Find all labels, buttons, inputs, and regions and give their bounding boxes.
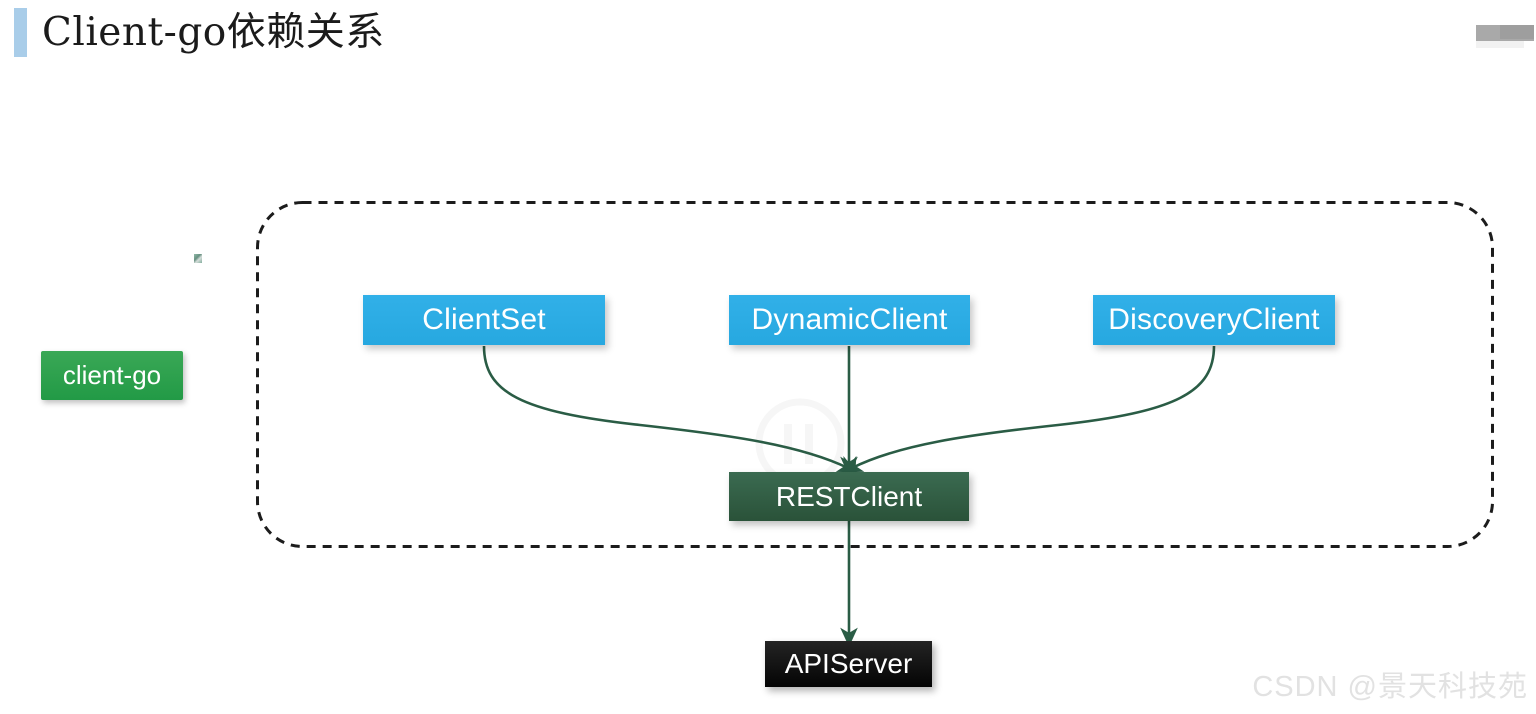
node-clientset[interactable]: ClientSet xyxy=(363,295,605,345)
node-client-go-label: client-go xyxy=(62,360,162,390)
top-right-artifact xyxy=(1474,16,1536,52)
page-title-text: Client-go依赖关系 xyxy=(42,10,385,55)
page-title: Client-go依赖关系 xyxy=(14,7,385,59)
node-restclient[interactable]: RESTClient xyxy=(729,472,969,521)
node-discoveryclient-label: DiscoveryClient xyxy=(1108,303,1320,336)
node-client-go[interactable]: client-go xyxy=(41,351,183,400)
artifact-bar-b xyxy=(1500,25,1534,39)
node-apiserver-label: APIServer xyxy=(784,648,913,679)
title-accent-bar xyxy=(14,8,27,57)
stray-speck-artifact xyxy=(194,254,202,263)
edge-clientset-to-restclient xyxy=(482,345,857,473)
node-clientset-label: ClientSet xyxy=(422,303,546,336)
node-restclient-label: RESTClient xyxy=(775,480,923,512)
node-dynamicclient[interactable]: DynamicClient xyxy=(729,295,970,345)
node-apiserver[interactable]: APIServer xyxy=(765,641,932,687)
edge-discoveryclient-to-restclient xyxy=(843,345,1216,473)
node-discoveryclient[interactable]: DiscoveryClient xyxy=(1093,295,1335,345)
artifact-bar-c xyxy=(1476,41,1524,48)
dashed-group-boundary xyxy=(256,201,1494,548)
node-dynamicclient-label: DynamicClient xyxy=(751,303,948,336)
csdn-watermark: CSDN @景天科技苑 xyxy=(1252,671,1528,703)
